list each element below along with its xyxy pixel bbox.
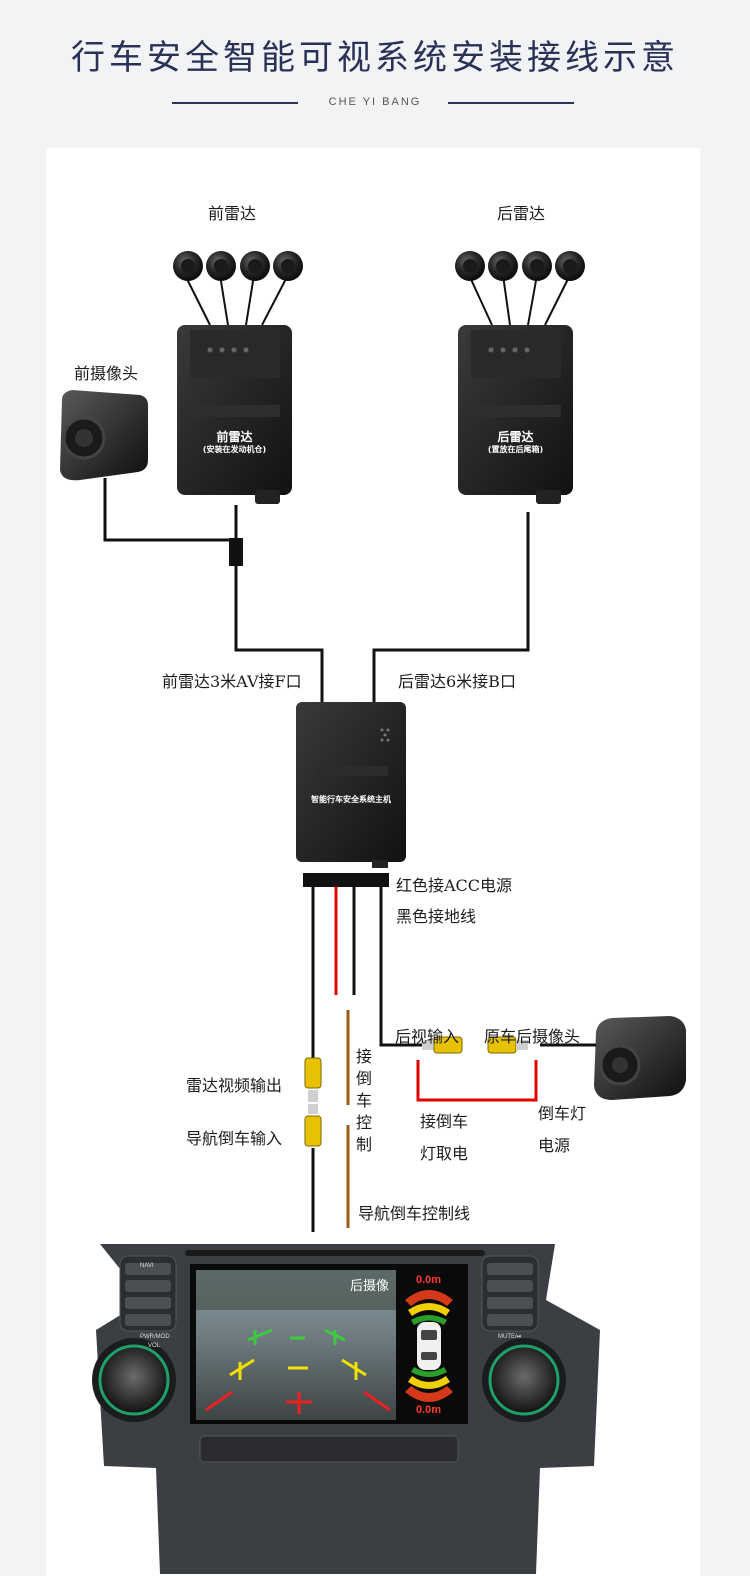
front-radar-module — [177, 325, 292, 504]
title-divider-left — [172, 102, 298, 104]
front-camera-label: 前摄像头 — [74, 364, 139, 383]
screen-distance-top: 0.0m — [416, 1274, 442, 1286]
front-cabling — [103, 478, 530, 702]
av-splitter — [229, 538, 243, 566]
pwr-mod-label: PWR/MOD — [140, 1334, 170, 1340]
vol-label: VOL — [148, 1343, 161, 1349]
rear-view-input-label: 后视输入 — [395, 1027, 460, 1046]
mute-label: MUTE/⏯ — [498, 1334, 522, 1340]
reverse-light-tap-label-1: 接倒车 — [420, 1112, 469, 1131]
rca-connectors — [304, 1036, 528, 1147]
reverse-light-power-label-2: 电源 — [538, 1136, 571, 1155]
black-ground-label: 黑色接地线 — [396, 907, 477, 926]
front-camera — [60, 390, 148, 481]
rear-radar-box-name: 后雷达 — [497, 430, 534, 444]
host-unit-name: 智能行车安全系统主机 — [311, 795, 391, 804]
rear-radar-module — [458, 325, 573, 504]
oem-rear-camera-label: 原车后摄像头 — [484, 1027, 581, 1046]
title-divider-right — [448, 102, 574, 104]
page-title: 行车安全智能可视系统安装接线示意 — [71, 38, 679, 78]
screen-rear-view-label: 后摄像 — [350, 1279, 390, 1294]
front-radar-title: 前雷达 — [208, 204, 257, 223]
red-acc-label: 红色接ACC电源 — [396, 876, 513, 895]
power-harness — [303, 873, 389, 887]
front-radar-sensors — [173, 251, 303, 326]
rear-view-input-wire — [379, 887, 428, 1047]
front-radar-box-note: (安装在发动机仓) — [202, 445, 267, 454]
navi-button-label: NAVI — [140, 1263, 154, 1269]
reverse-light-wire — [416, 1060, 538, 1102]
rear-radar-title: 后雷达 — [497, 204, 546, 223]
nav-reverse-input-label: 导航倒车输入 — [186, 1129, 283, 1148]
nav-reverse-control-wire-label: 导航倒车控制线 — [358, 1204, 471, 1223]
oem-rear-camera — [594, 1016, 686, 1100]
rear-radar-sensors — [455, 251, 585, 326]
front-radar-box-name: 前雷达 — [216, 430, 253, 444]
front-radar-cable-label: 前雷达3米AV接F口 — [162, 672, 302, 691]
reverse-control-vertical-label: 接倒车控制 — [356, 1047, 373, 1154]
head-unit-screen — [196, 1270, 460, 1420]
screen-distance-bottom: 0.0m — [416, 1404, 442, 1416]
page-subtitle: CHE YI BANG — [328, 96, 422, 108]
rear-radar-box-note: (置放在后尾箱) — [487, 445, 544, 454]
reverse-light-power-label-1: 倒车灯 — [538, 1104, 587, 1123]
reverse-light-tap-label-2: 灯取电 — [420, 1144, 469, 1163]
radar-video-out-label: 雷达视频输出 — [186, 1076, 283, 1095]
host-unit — [296, 702, 406, 868]
rear-radar-cable-label: 后雷达6米接B口 — [398, 672, 516, 691]
